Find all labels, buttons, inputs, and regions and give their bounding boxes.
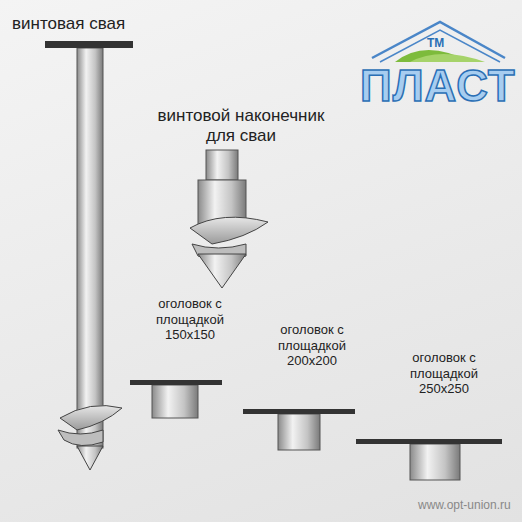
logo-graphic	[372, 22, 505, 62]
trademark: ТМ	[427, 36, 444, 50]
screw-tip	[190, 150, 268, 288]
pile-head-250	[356, 439, 502, 480]
pile-head-150	[130, 380, 222, 418]
part-name: оголовок с площадкой 150x150	[136, 296, 244, 343]
part-name: оголовок с площадкой 250x250	[390, 350, 498, 397]
part-name: винтовой наконечник для сваи	[148, 106, 334, 147]
part-name: винтовая свая	[12, 14, 125, 34]
pile-head-200	[243, 409, 355, 450]
screw-pile	[45, 41, 133, 470]
logo-text: ПЛАСТ	[360, 60, 516, 113]
part-name: оголовок с площадкой 200x200	[258, 322, 366, 369]
watermark: www.opt-union.ru	[418, 498, 511, 512]
